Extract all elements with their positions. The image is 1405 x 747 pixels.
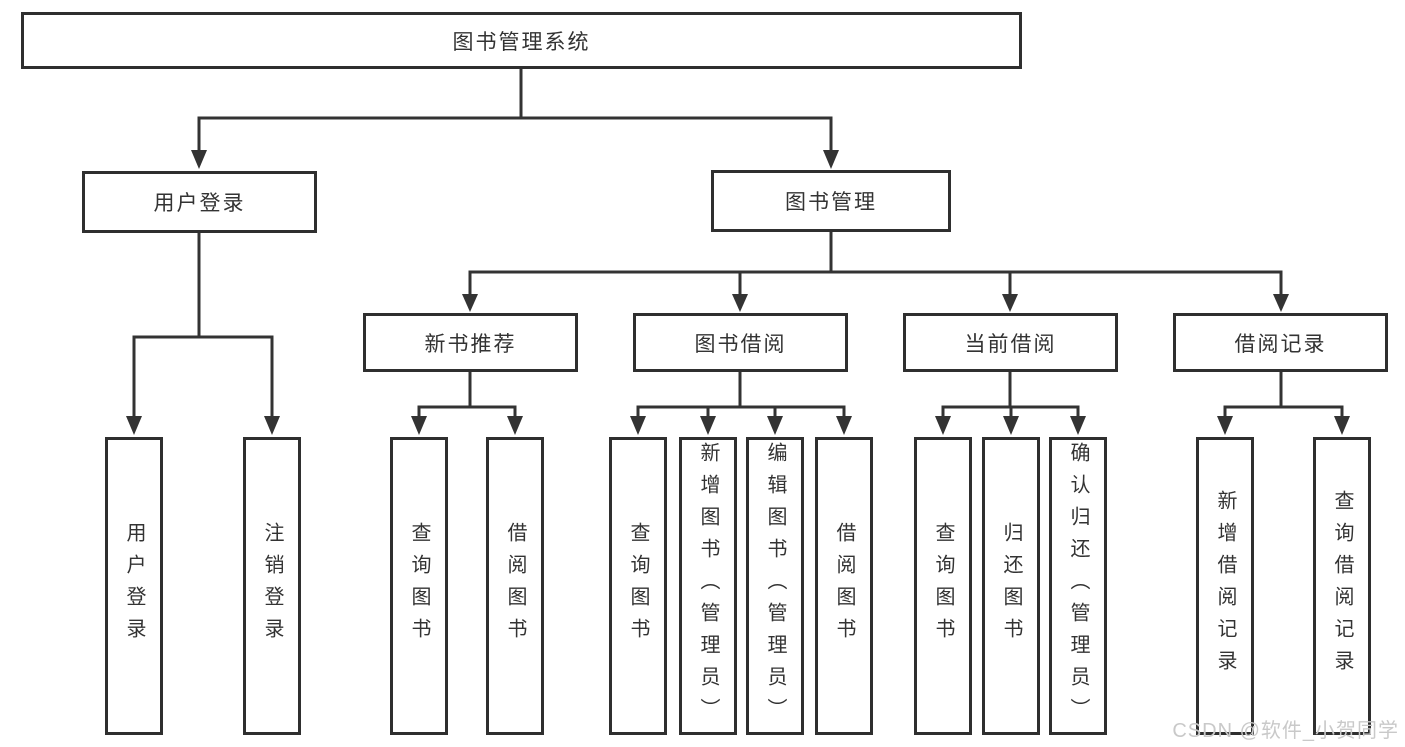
leaf-borrow-books: 借阅图书 <box>815 437 873 735</box>
node-label: 新书推荐 <box>424 332 517 356</box>
node-label: 借阅记录 <box>1234 332 1327 356</box>
node-current-borrowing: 当前借阅 <box>903 313 1118 372</box>
node-label: 图书管理 <box>785 191 877 214</box>
node-label: 用户登录 <box>153 192 246 215</box>
node-label: 查询借阅记录 <box>1331 490 1353 682</box>
node-label: 编辑图书（管理员） <box>764 442 786 730</box>
node-label: 图书管理系统 <box>452 30 591 54</box>
leaf-add-books-admin: 新增图书（管理员） <box>679 437 737 735</box>
node-label: 新增图书（管理员） <box>697 442 719 730</box>
leaf-query-books-current: 查询图书 <box>914 437 972 735</box>
leaf-user-login: 用户登录 <box>105 437 163 735</box>
node-label: 查询图书 <box>627 522 649 650</box>
node-borrowing-records: 借阅记录 <box>1173 313 1388 372</box>
node-book-management: 图书管理 <box>711 170 951 232</box>
node-label: 用户登录 <box>123 522 145 650</box>
node-label: 借阅图书 <box>833 522 855 650</box>
node-label: 查询图书 <box>408 522 430 650</box>
node-new-book-recommend: 新书推荐 <box>363 313 578 372</box>
node-label: 新增借阅记录 <box>1214 490 1236 682</box>
leaf-borrow-books-recommend: 借阅图书 <box>486 437 544 735</box>
node-library-system: 图书管理系统 <box>21 12 1022 69</box>
node-book-borrowing: 图书借阅 <box>633 313 848 372</box>
node-label: 确认归还（管理员） <box>1067 442 1089 730</box>
leaf-return-books: 归还图书 <box>982 437 1040 735</box>
node-label: 注销登录 <box>261 522 283 650</box>
leaf-query-books-borrowing: 查询图书 <box>609 437 667 735</box>
node-label: 借阅图书 <box>504 522 526 650</box>
leaf-confirm-return-admin: 确认归还（管理员） <box>1049 437 1107 735</box>
node-label: 归还图书 <box>1000 522 1022 650</box>
leaf-add-borrow-record: 新增借阅记录 <box>1196 437 1254 735</box>
csdn-watermark: CSDN @软件_小贺同学 <box>1172 720 1399 742</box>
node-user-login: 用户登录 <box>82 171 317 233</box>
node-label: 图书借阅 <box>694 332 787 356</box>
node-label: 查询图书 <box>932 522 954 650</box>
leaf-edit-books-admin: 编辑图书（管理员） <box>746 437 804 735</box>
leaf-query-borrow-record: 查询借阅记录 <box>1313 437 1371 735</box>
leaf-query-books-recommend: 查询图书 <box>390 437 448 735</box>
node-label: 当前借阅 <box>964 332 1057 356</box>
leaf-logout: 注销登录 <box>243 437 301 735</box>
